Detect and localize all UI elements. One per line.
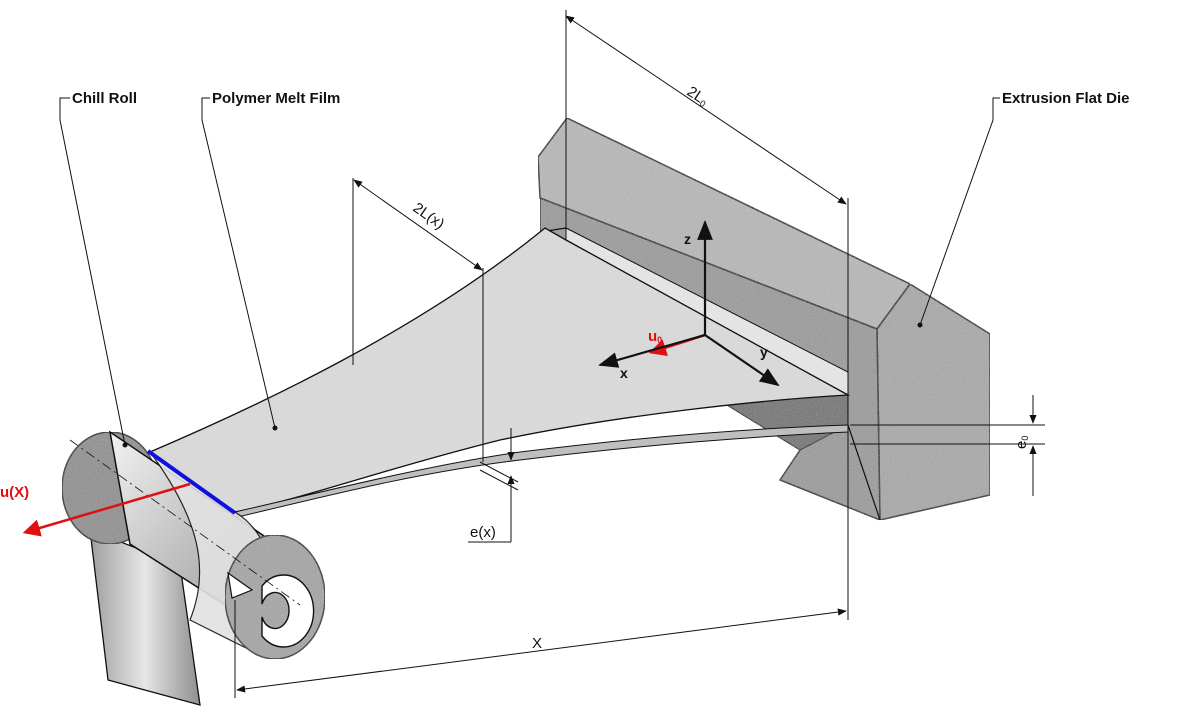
x-axis-label: x	[620, 365, 628, 381]
die-width-label: 2L0	[684, 83, 711, 109]
film-sheet	[148, 227, 851, 513]
draw-distance-dimension	[236, 608, 847, 693]
chill-roll-leader	[59, 97, 126, 446]
y-axis-label: y	[760, 344, 768, 360]
y-axis	[704, 334, 780, 387]
polymer-film-label: Polymer Melt Film	[212, 90, 340, 107]
roll-velocity-arrow	[22, 482, 191, 537]
coordinate-axes: z y x	[598, 220, 780, 387]
die-velocity-main: u	[648, 328, 657, 345]
die-width-dimension	[565, 15, 847, 205]
flat-die-leader	[919, 97, 1000, 326]
film-width-dimension	[353, 179, 483, 271]
z-axis-label: z	[684, 231, 691, 247]
dimension-lines	[234, 10, 1045, 698]
die-gap-main: e	[1013, 441, 1030, 449]
die-width-sub: 0	[698, 98, 708, 109]
chill-roll-label: Chill Roll	[72, 90, 137, 107]
die-gap-label: e0	[1013, 436, 1030, 449]
die-end-face	[876, 282, 991, 521]
film-thickness-label: e(x)	[470, 524, 496, 541]
callouts	[59, 97, 1000, 446]
roll-velocity-label: u(X)	[0, 484, 29, 501]
rotation-arrowhead-icon	[227, 571, 254, 599]
contact-line	[146, 449, 237, 515]
die-velocity-label: u0	[648, 328, 662, 345]
polymer-film-leader	[201, 97, 276, 429]
draw-distance-label: X	[532, 635, 542, 652]
film-width-label: 2L(x)	[410, 199, 448, 233]
die-velocity-sub: 0	[657, 335, 662, 345]
flat-die-label: Extrusion Flat Die	[1002, 90, 1130, 107]
x-axis	[598, 333, 706, 368]
die-width-main: 2L	[684, 83, 707, 106]
die-gap-sub: 0	[1020, 436, 1030, 441]
